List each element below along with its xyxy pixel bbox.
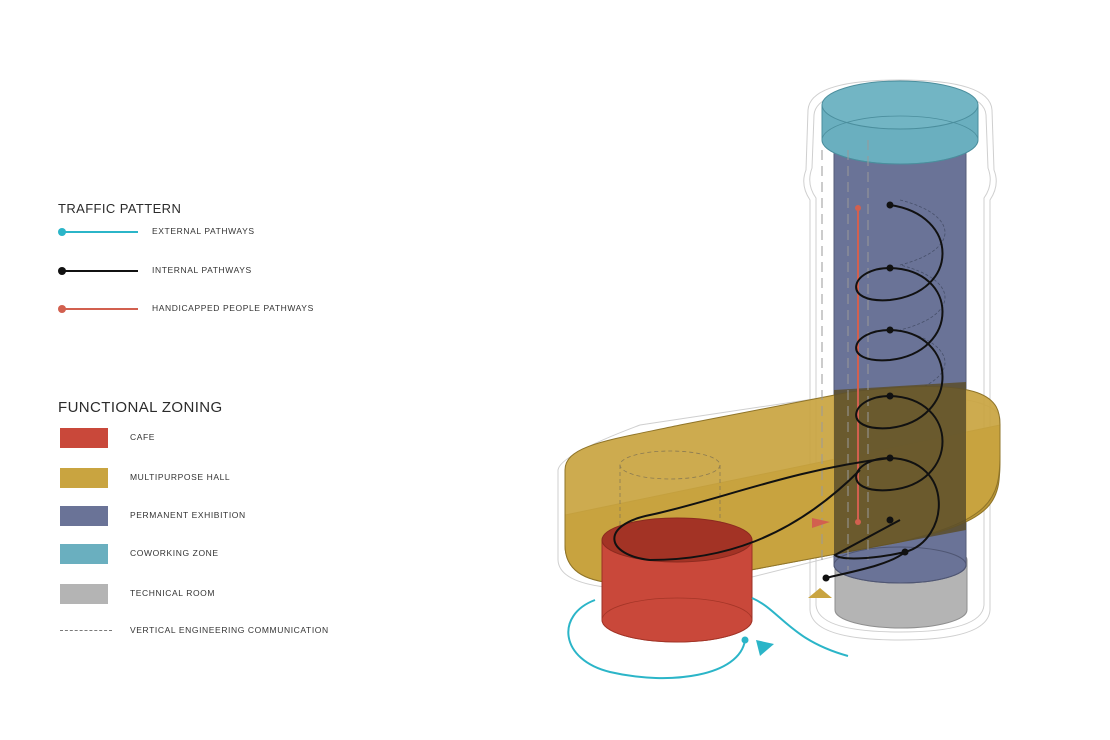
legend-label: VERTICAL ENGINEERING COMMUNICATION: [130, 625, 329, 635]
legend-panel: TRAFFIC PATTERN EXTERNAL PATHWAYS INTERN…: [0, 0, 420, 740]
legend-label: INTERNAL PATHWAYS: [152, 265, 252, 275]
legend-item-cafe: CAFE: [58, 426, 398, 450]
legend-label: CAFE: [130, 432, 156, 442]
legend-item-technical-room: TECHNICAL ROOM: [58, 582, 398, 606]
external-pathway: [567, 597, 849, 680]
legend-item-coworking-zone: COWORKING ZONE: [58, 542, 398, 566]
cafe-swatch: [60, 428, 108, 448]
traffic-pattern-heading: TRAFFIC PATTERN: [58, 201, 182, 216]
functional-zoning-heading: FUNCTIONAL ZONING: [58, 399, 223, 416]
multipurpose-hall-swatch: [60, 468, 108, 488]
permanent-exhibition-swatch: [60, 506, 108, 526]
legend-label: HANDICAPPED PEOPLE PATHWAYS: [152, 303, 314, 313]
legend-item-handicapped-pathways: HANDICAPPED PEOPLE PATHWAYS: [58, 297, 398, 321]
legend-label: PERMANENT EXHIBITION: [130, 510, 246, 520]
technical-room-swatch: [60, 584, 108, 604]
coworking-zone-swatch: [60, 544, 108, 564]
legend-item-permanent-exhibition: PERMANENT EXHIBITION: [58, 504, 398, 528]
internal-pathway: [613, 204, 944, 579]
vertical-engineering-lines: [821, 140, 869, 570]
handicapped-pathway-line-key: [58, 305, 138, 313]
legend-item-internal-pathways: INTERNAL PATHWAYS: [58, 259, 398, 283]
legend-item-multipurpose-hall: MULTIPURPOSE HALL: [58, 466, 398, 490]
legend-label: MULTIPURPOSE HALL: [130, 472, 231, 482]
legend-item-vertical-engineering: VERTICAL ENGINEERING COMMUNICATION: [58, 619, 398, 643]
entrance-marker: [808, 588, 832, 598]
coworking-zone-volume: [821, 80, 979, 165]
legend-label: COWORKING ZONE: [130, 548, 219, 558]
legend-label: EXTERNAL PATHWAYS: [152, 226, 255, 236]
legend-item-external-pathways: EXTERNAL PATHWAYS: [58, 220, 398, 244]
external-pathway-line-key: [58, 228, 138, 236]
cafe-volume: [601, 517, 753, 643]
vertical-engineering-dash-key: [60, 630, 112, 631]
internal-pathway-line-key: [58, 267, 138, 275]
legend-label: TECHNICAL ROOM: [130, 588, 216, 598]
internal-pathway-nodes: [822, 201, 909, 582]
